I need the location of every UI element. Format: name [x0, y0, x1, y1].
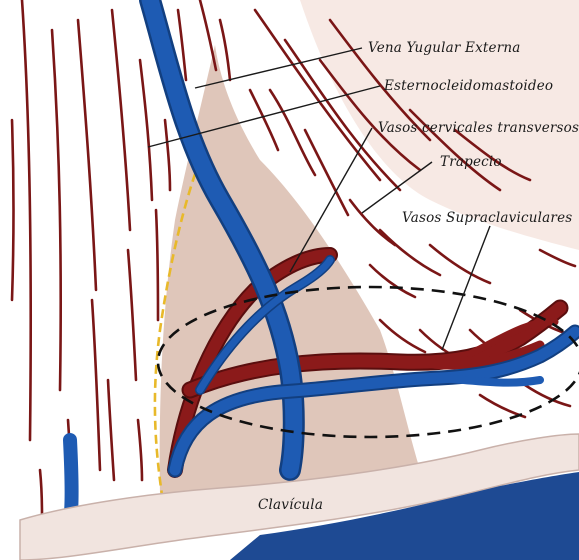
- label-vena-yugular-externa: Vena Yugular Externa: [368, 40, 521, 56]
- label-trapecio: Trapecio: [440, 154, 502, 170]
- label-vasos-supraclaviculares: Vasos Supraclaviculares: [402, 210, 572, 226]
- label-clavicula: Clavícula: [258, 497, 323, 513]
- label-esternocleidomastoideo: Esternocleidomastoideo: [384, 78, 553, 94]
- label-vasos-cervicales-transversos: Vasos cervicales transversos: [378, 120, 579, 136]
